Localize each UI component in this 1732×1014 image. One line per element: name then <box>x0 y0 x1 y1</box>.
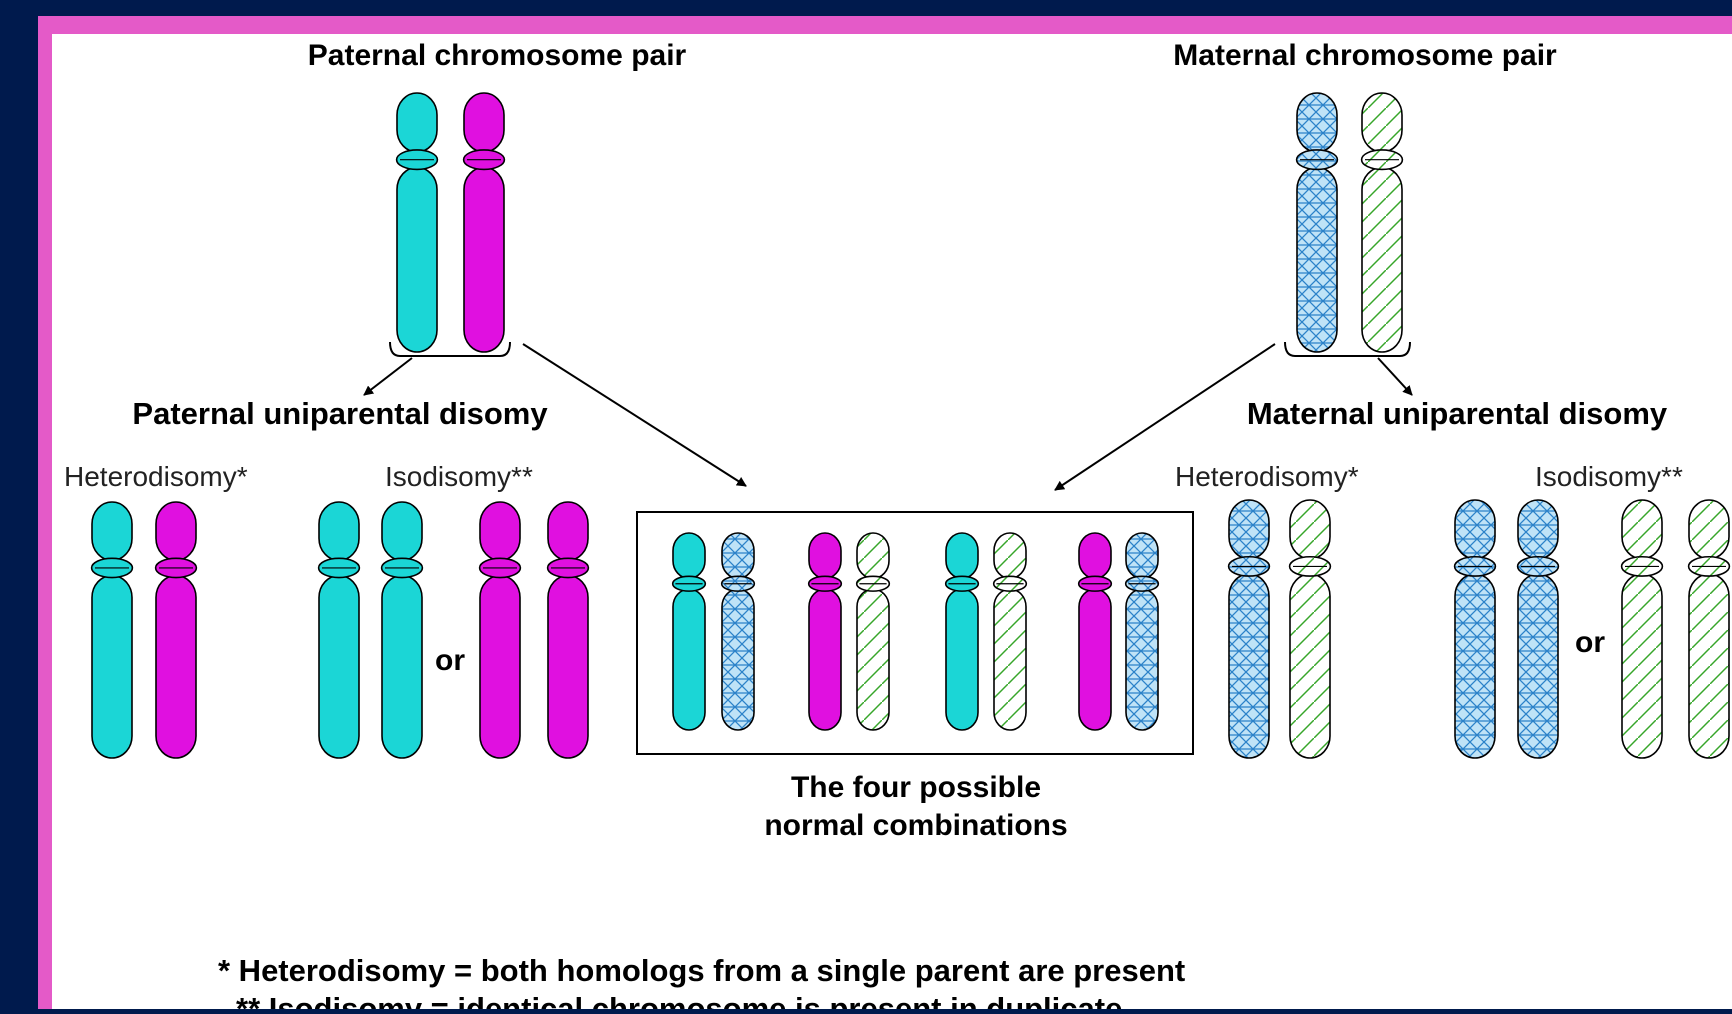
chromosome-maternal-green-striped <box>1362 93 1403 352</box>
chromosome-paternal-magenta <box>1079 533 1112 730</box>
footnote-heterodisomy: * Heterodisomy = both homologs from a si… <box>218 953 1185 988</box>
paternal-upd-heading: Paternal uniparental disomy <box>132 396 548 431</box>
chromosome-maternal-green-striped <box>857 533 890 730</box>
or-label-right: or <box>1575 626 1605 659</box>
chromosome-paternal-magenta <box>809 533 842 730</box>
chromosome-paternal-cyan <box>92 502 133 758</box>
maternal-pair-title: Maternal chromosome pair <box>1173 39 1557 72</box>
combinations-caption-line2: normal combinations <box>764 809 1067 842</box>
chromosome-paternal-magenta <box>480 502 521 758</box>
chromosome-maternal-blue-hatched <box>1229 500 1270 758</box>
chromosome-paternal-cyan <box>397 93 438 352</box>
heterodisomy-label-right: Heterodisomy* <box>1175 461 1359 492</box>
chromosome-paternal-cyan <box>946 533 979 730</box>
chromosome-maternal-green-striped <box>1622 500 1663 758</box>
isodisomy-label-right: Isodisomy** <box>1535 461 1683 492</box>
chromosome-maternal-blue-hatched <box>1455 500 1496 758</box>
heterodisomy-label-left: Heterodisomy* <box>64 461 248 492</box>
chromosome-paternal-cyan <box>673 533 706 730</box>
or-label-left: or <box>435 644 465 677</box>
chromosome-maternal-green-striped <box>994 533 1027 730</box>
chromosome-maternal-green-striped <box>1290 500 1331 758</box>
chromosome-paternal-cyan <box>319 502 360 758</box>
chromosome-paternal-magenta <box>464 93 505 352</box>
chromosome-maternal-blue-hatched <box>1126 533 1159 730</box>
isodisomy-label-left: Isodisomy** <box>385 461 533 492</box>
chromosome-paternal-cyan <box>382 502 423 758</box>
maternal-upd-heading: Maternal uniparental disomy <box>1247 396 1668 431</box>
footnote-isodisomy: ** Isodisomy = identical chromosome is p… <box>236 991 1122 1009</box>
chromosome-maternal-blue-hatched <box>1297 93 1338 352</box>
chromosome-maternal-blue-hatched <box>1518 500 1559 758</box>
chromosome-paternal-magenta <box>548 502 589 758</box>
paternal-pair-title: Paternal chromosome pair <box>308 39 687 72</box>
combinations-caption-line1: The four possible <box>791 771 1041 804</box>
chromosome-maternal-blue-hatched <box>722 533 755 730</box>
chromosome-maternal-green-striped <box>1689 500 1730 758</box>
chromosome-paternal-magenta <box>156 502 197 758</box>
